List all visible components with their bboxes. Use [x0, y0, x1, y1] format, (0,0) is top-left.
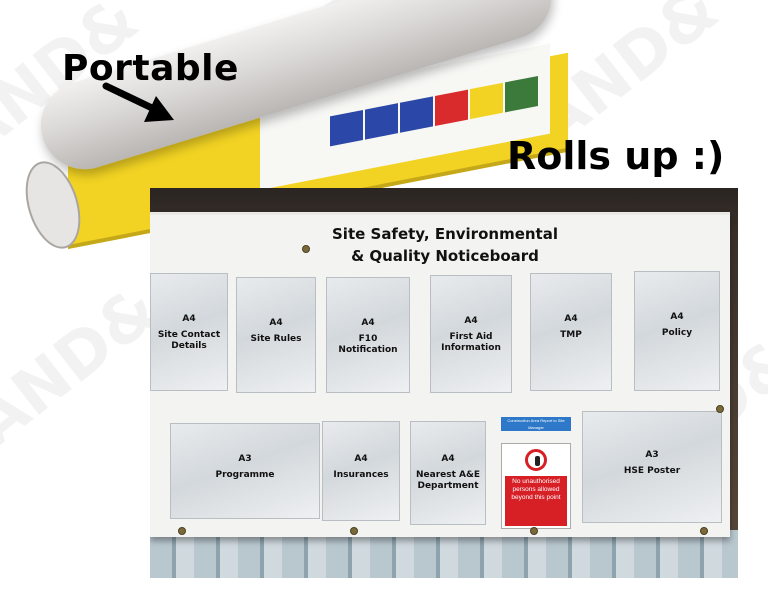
pocket-label: Site Rules	[250, 334, 302, 344]
pocket-label: TMP	[560, 330, 582, 340]
board-title-line-2: & Quality Noticeboard	[351, 247, 539, 265]
pocket-first-aid-information: A4 First Aid Information	[430, 275, 512, 393]
eyelet	[350, 527, 358, 535]
color-stripe	[470, 82, 503, 120]
color-stripe	[330, 109, 363, 147]
no-entry-sign: No unauthorised persons allowed beyond t…	[501, 443, 571, 529]
eyelet	[178, 527, 186, 535]
eyelet	[302, 245, 310, 253]
pocket-f10-notification: A4 F10 Notification	[326, 277, 410, 393]
pocket-site-contact-details: A4 Site Contact Details	[150, 273, 228, 391]
floor	[150, 530, 738, 578]
pocket-label: F10 Notification	[338, 334, 398, 355]
pocket-policy: A4 Policy	[634, 271, 720, 391]
board-title-line-1: Site Safety, Environmental	[332, 225, 558, 243]
pocket-size: A4	[441, 454, 455, 464]
pocket-label: Programme	[215, 470, 275, 480]
pocket-label: Insurances	[333, 470, 389, 480]
pocket-size: A3	[645, 450, 659, 460]
pocket-size: A4	[182, 314, 196, 324]
noticeboard: Site Safety, Environmental & Quality Not…	[150, 212, 730, 537]
pocket-hse-poster: A3 HSE Poster	[582, 411, 722, 523]
pocket-label: First Aid Information	[441, 332, 501, 353]
pocket-size: A4	[670, 312, 684, 322]
watermark: AND&	[0, 272, 173, 462]
pocket-insurances: A4 Insurances	[322, 421, 400, 521]
pocket-label: Nearest A&E Department	[415, 470, 480, 491]
pocket-size: A4	[269, 318, 283, 328]
no-entry-sign-text: No unauthorised persons allowed beyond t…	[505, 476, 567, 526]
pocket-label: Site Contact Details	[157, 330, 221, 351]
color-stripe	[505, 75, 538, 113]
pocket-size: A4	[464, 316, 478, 326]
pocket-label: HSE Poster	[623, 466, 681, 476]
pocket-nearest-ae-department: A4 Nearest A&E Department	[410, 421, 486, 525]
eyelet	[700, 527, 708, 535]
color-stripe	[400, 96, 433, 133]
board-title: Site Safety, Environmental & Quality Not…	[280, 223, 610, 267]
construction-area-sign: Construction Area Report to Site Manager	[501, 417, 571, 431]
eyelet	[716, 405, 724, 413]
pocket-size: A4	[354, 454, 368, 464]
pocket-site-rules: A4 Site Rules	[236, 277, 316, 393]
portable-caption: Portable	[62, 48, 239, 89]
pocket-size: A3	[238, 454, 252, 464]
pocket-size: A4	[564, 314, 578, 324]
color-stripe	[365, 103, 398, 140]
noticeboard-photo: Site Safety, Environmental & Quality Not…	[150, 188, 738, 578]
pocket-programme: A3 Programme	[170, 423, 320, 519]
safety-signs: Construction Area Report to Site Manager…	[501, 417, 571, 529]
arrow-icon	[102, 82, 174, 122]
color-stripe	[435, 89, 468, 126]
eyelet	[530, 527, 538, 535]
pocket-label: Policy	[661, 328, 693, 338]
pocket-tmp: A4 TMP	[530, 273, 612, 391]
no-entry-icon	[525, 449, 547, 471]
pocket-size: A4	[361, 318, 375, 328]
rolls-up-caption: Rolls up :)	[507, 134, 725, 178]
